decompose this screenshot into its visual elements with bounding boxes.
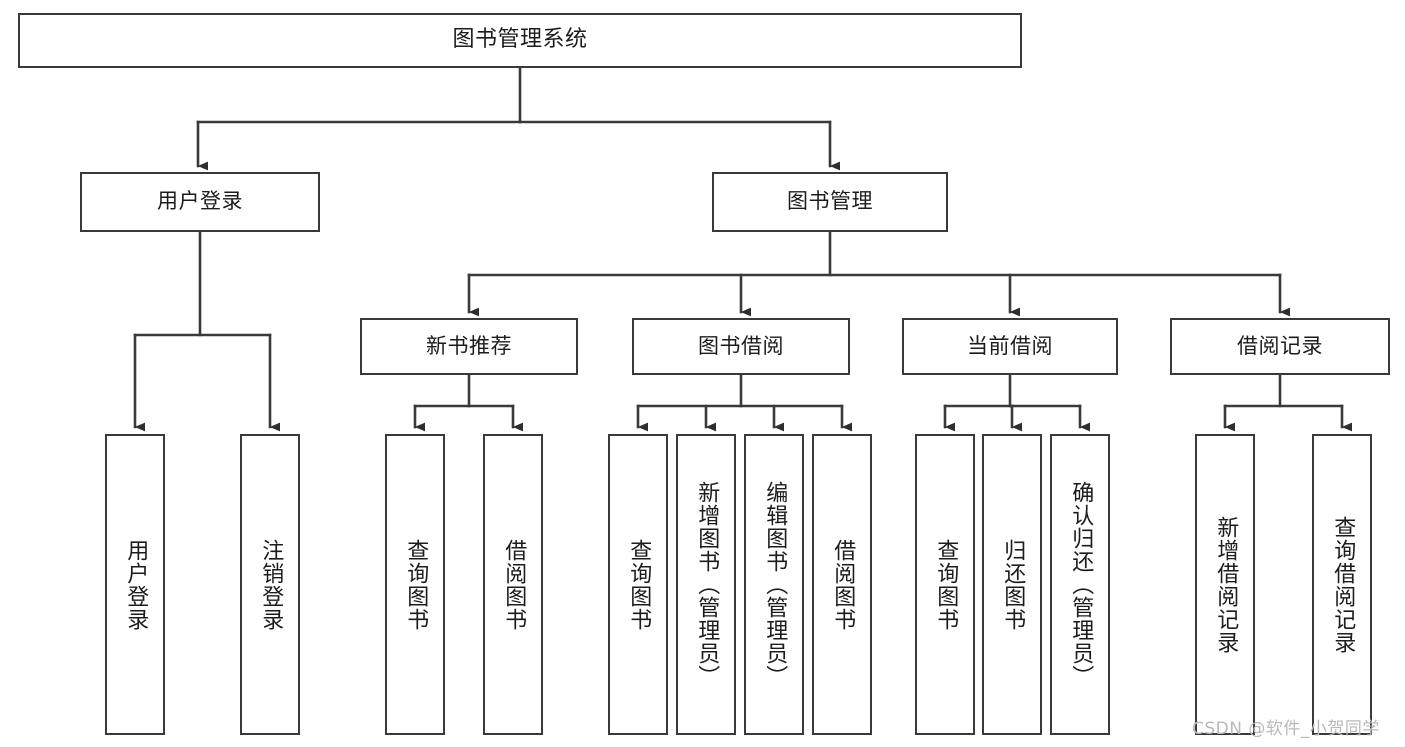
- node-label: 借阅图书: [830, 538, 856, 631]
- leaf-add-borrow-record[interactable]: 新增借阅记录: [1195, 434, 1255, 735]
- leaf-borrow-book-newbook[interactable]: 借阅图书: [483, 434, 543, 735]
- node-label: 查询借阅记录: [1330, 515, 1356, 654]
- leaf-add-book-admin[interactable]: 新增图书（管理员）: [676, 434, 736, 735]
- leaf-query-borrow-record[interactable]: 查询借阅记录: [1312, 434, 1372, 735]
- node-label: 借阅记录: [1237, 333, 1323, 358]
- node-label: 图书管理: [787, 189, 873, 214]
- leaf-query-book-current[interactable]: 查询图书: [915, 434, 975, 735]
- node-current-borrow[interactable]: 当前借阅: [902, 318, 1118, 375]
- node-label: 新增借阅记录: [1213, 515, 1239, 654]
- node-label: 编辑图书（管理员）: [762, 481, 788, 688]
- node-new-book-recommend[interactable]: 新书推荐: [360, 318, 578, 375]
- node-label: 用户登录: [123, 538, 149, 631]
- node-label: 新增图书（管理员）: [694, 481, 720, 688]
- leaf-confirm-return-admin[interactable]: 确认归还（管理员）: [1050, 434, 1110, 735]
- node-book-borrow[interactable]: 图书借阅: [632, 318, 850, 375]
- leaf-logout[interactable]: 注销登录: [240, 434, 300, 735]
- node-book-management[interactable]: 图书管理: [712, 172, 948, 232]
- node-borrow-record[interactable]: 借阅记录: [1170, 318, 1390, 375]
- leaf-query-book-newbook[interactable]: 查询图书: [385, 434, 445, 735]
- leaf-query-book-borrow[interactable]: 查询图书: [608, 434, 668, 735]
- node-root-system[interactable]: 图书管理系统: [18, 13, 1022, 68]
- csdn-watermark: CSDN @软件_小贺同学: [1192, 719, 1380, 739]
- node-label: 新书推荐: [426, 333, 512, 358]
- node-label: 注销登录: [258, 538, 284, 631]
- node-label: 查询图书: [933, 538, 959, 631]
- node-label: 查询图书: [626, 538, 652, 631]
- node-label: 查询图书: [403, 538, 429, 631]
- node-label: 用户登录: [157, 189, 243, 214]
- leaf-borrow-book[interactable]: 借阅图书: [812, 434, 872, 735]
- leaf-user-login[interactable]: 用户登录: [105, 434, 165, 735]
- node-label: 图书管理系统: [452, 27, 588, 53]
- leaf-return-book[interactable]: 归还图书: [982, 434, 1042, 735]
- leaf-edit-book-admin[interactable]: 编辑图书（管理员）: [744, 434, 804, 735]
- node-label: 借阅图书: [501, 538, 527, 631]
- node-label: 归还图书: [1000, 538, 1026, 631]
- node-user-login[interactable]: 用户登录: [80, 172, 320, 232]
- node-label: 当前借阅: [967, 333, 1053, 358]
- node-label: 图书借阅: [698, 333, 784, 358]
- node-label: 确认归还（管理员）: [1068, 481, 1094, 688]
